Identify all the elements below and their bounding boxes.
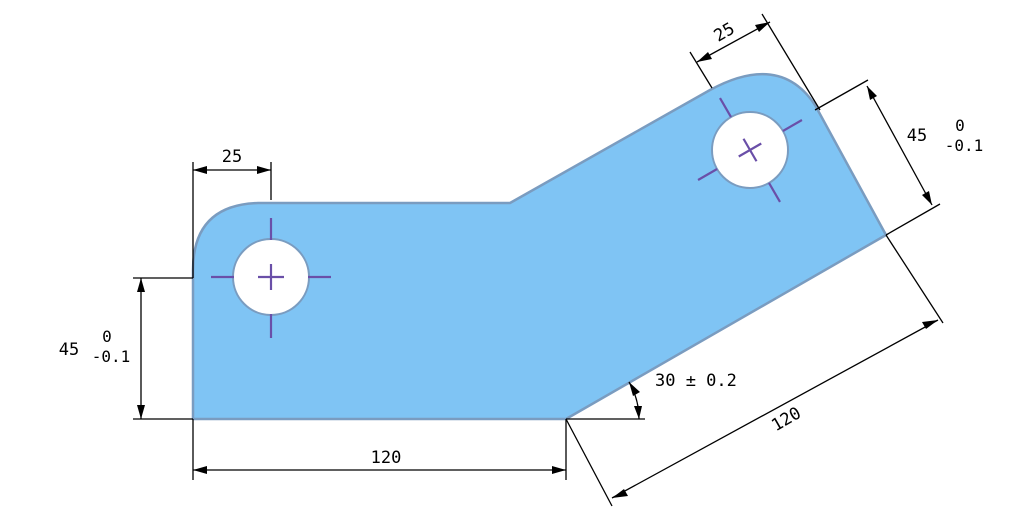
dim-left-height: 45 0 -0.1 bbox=[59, 277, 193, 420]
dim-bottom-length: 120 bbox=[192, 419, 567, 480]
dim-left-height-upper-tol: 0 bbox=[102, 327, 112, 346]
dim-angle: 30 ± 0.2 bbox=[566, 371, 737, 420]
dim-bottom-length-value: 120 bbox=[371, 448, 402, 468]
dim-right-height-upper-tol: 0 bbox=[955, 116, 965, 135]
dim-right-height-nominal: 45 bbox=[907, 126, 927, 146]
dim-angle-value: 30 ± 0.2 bbox=[655, 371, 737, 391]
hole-right bbox=[711, 111, 789, 189]
dim-right-height: 45 0 -0.1 bbox=[814, 79, 984, 236]
dim-left-tab-width: 25 bbox=[192, 147, 272, 278]
dim-left-tab-width-value: 25 bbox=[222, 147, 242, 167]
part-body bbox=[191, 72, 888, 421]
centerlines-right-hole bbox=[697, 97, 803, 203]
dim-left-height-nominal: 45 bbox=[59, 340, 79, 360]
centerlines-left-hole bbox=[211, 218, 331, 338]
dim-right-height-lower-tol: -0.1 bbox=[945, 136, 984, 155]
dim-left-height-lower-tol: -0.1 bbox=[92, 347, 131, 366]
dim-angled-length-value: 120 bbox=[768, 403, 805, 436]
